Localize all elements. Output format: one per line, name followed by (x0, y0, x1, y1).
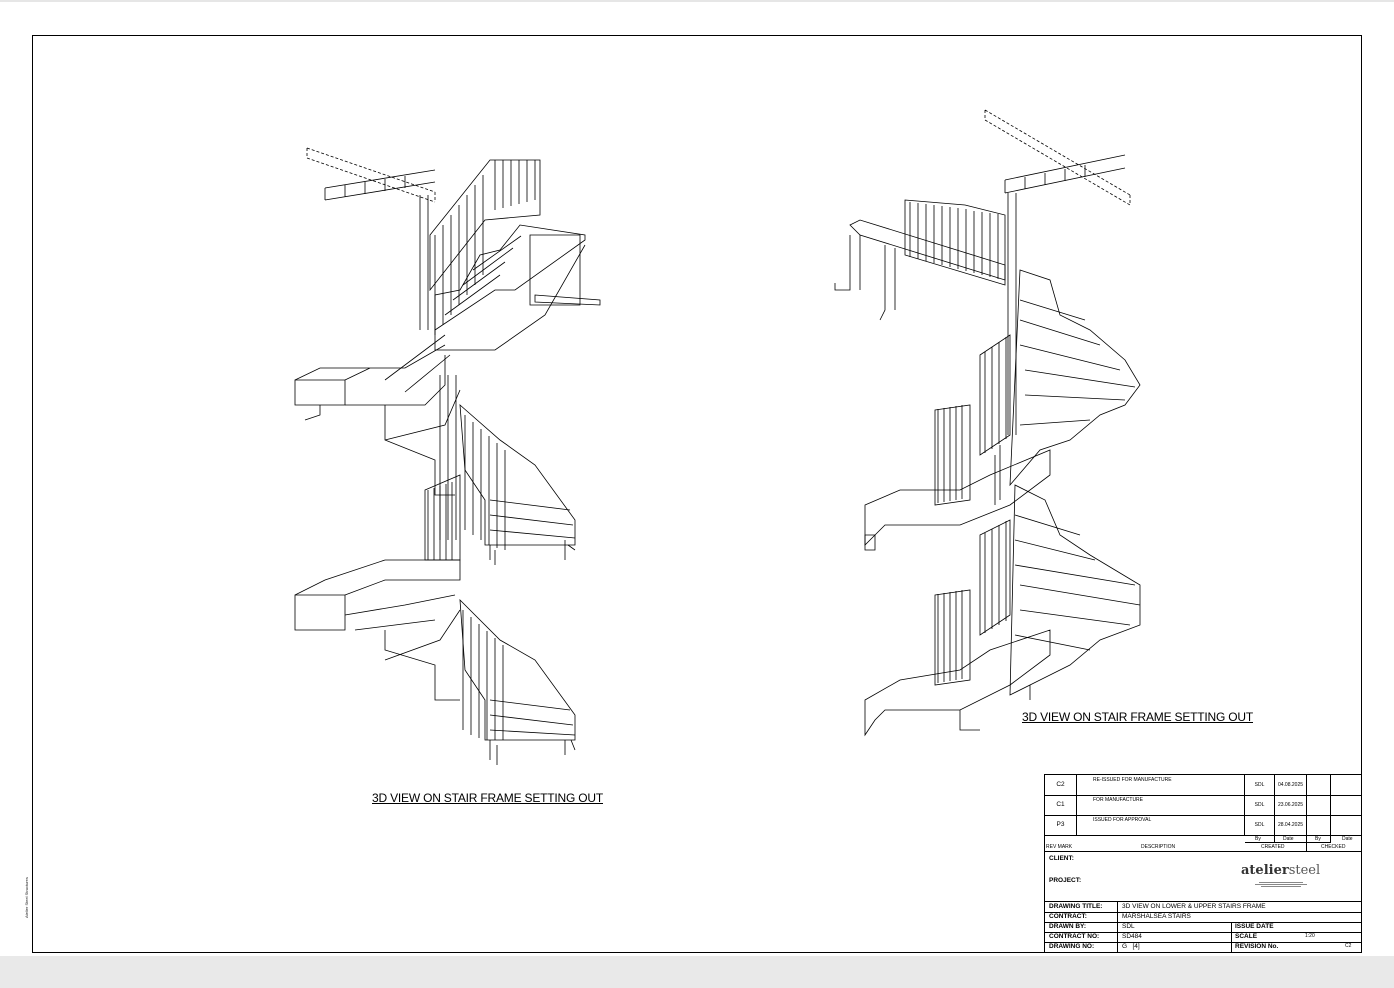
rev-checked-by (1307, 795, 1331, 815)
contract-name: MARSHALSEA STAIRS (1122, 913, 1191, 920)
header-checked-by: By (1315, 836, 1321, 842)
header-description: DESCRIPTION (1141, 844, 1176, 850)
rev-date: 04.08.2025 (1275, 775, 1307, 795)
header-date: Date (1283, 836, 1294, 842)
revision-header: REV MARK DESCRIPTION By Date By Date CRE… (1045, 835, 1361, 852)
header-created: CREATED (1261, 844, 1285, 850)
lower-landing (865, 590, 1050, 735)
contract-row: CONTRACT: MARSHALSEA STAIRS (1045, 912, 1361, 923)
rev-checked-date (1331, 815, 1361, 835)
rev-checked-date (1331, 795, 1361, 815)
rev-by: SDL (1245, 815, 1275, 835)
contract-no-label: CONTRACT NO: (1049, 933, 1100, 940)
top-beam (985, 110, 1130, 435)
rev-date: 28.04.2025 (1275, 815, 1307, 835)
rev-checked-date (1331, 775, 1361, 795)
left-stair-frame-drawing (285, 140, 605, 770)
drawing-title: 3D VIEW ON LOWER & UPPER STAIRS FRAME (1122, 903, 1266, 910)
viewer-top-border (0, 0, 1394, 2)
rev-by: SDL (1245, 795, 1275, 815)
atelier-steel-logo: ateliersteel (1241, 863, 1321, 878)
upper-landing-platform (835, 200, 1005, 320)
drawing-title-row: DRAWING TITLE: 3D VIEW ON LOWER & UPPER … (1045, 902, 1361, 913)
title-block: C2 RE-ISSUED FOR MANUFACTURE SDL 04.08.2… (1044, 774, 1362, 953)
client-project-area: CLIENT: PROJECT: ateliersteel (1045, 851, 1361, 902)
rev-mark: C1 (1045, 795, 1077, 815)
rev-checked-by (1307, 815, 1331, 835)
lower-winders (980, 485, 1140, 695)
logo-address-lines (1251, 881, 1311, 888)
drawing-no: G [4] (1122, 943, 1140, 950)
project-label: PROJECT: (1049, 877, 1082, 884)
viewer-bottom-bar (0, 956, 1394, 988)
drawing-title-label: DRAWING TITLE: (1049, 903, 1103, 910)
scale-label: SCALE (1235, 933, 1258, 940)
revision-row: C2 RE-ISSUED FOR MANUFACTURE SDL 04.08.2… (1045, 775, 1361, 796)
rev-checked-by (1307, 775, 1331, 795)
middle-landing (865, 405, 1050, 550)
revision-no-label: REVISION No. (1235, 943, 1279, 950)
rev-mark: P3 (1045, 815, 1077, 835)
rev-description: FOR MANUFACTURE (1077, 795, 1245, 815)
contract-no-row: CONTRACT NO: SD484 SCALE 1:20 (1045, 932, 1361, 943)
rev-description: ISSUED FOR APPROVAL (1077, 815, 1245, 835)
header-rev-mark: REV MARK (1046, 844, 1073, 850)
drawn-by: SDL (1122, 923, 1135, 930)
upper-landing-winders (295, 335, 460, 540)
drawn-by-row: DRAWN BY: SDL ISSUE DATE (1045, 922, 1361, 933)
rev-by: SDL (1245, 775, 1275, 795)
header-checked: CHECKED (1321, 844, 1346, 850)
right-stair-frame-drawing (830, 105, 1160, 740)
revision-no: C2 (1345, 943, 1352, 949)
rev-date: 23.06.2025 (1275, 795, 1307, 815)
header-checked-date: Date (1342, 836, 1353, 842)
drawing-no-label: DRAWING NO: (1049, 943, 1095, 950)
drawing-no-row: DRAWING NO: G [4] REVISION No. C2 (1045, 942, 1361, 952)
scale-value: 1:20 (1305, 933, 1315, 939)
drawn-by-label: DRAWN BY: (1049, 923, 1087, 930)
contract-no: SD484 (1122, 933, 1142, 940)
revision-row: C1 FOR MANUFACTURE SDL 23.06.2025 (1045, 795, 1361, 816)
rev-description: RE-ISSUED FOR MANUFACTURE (1077, 775, 1245, 795)
client-label: CLIENT: (1049, 855, 1074, 862)
header-by: By (1255, 836, 1261, 842)
lower-landing-winders (295, 560, 460, 700)
upper-winders (980, 270, 1140, 485)
middle-flight (425, 405, 575, 565)
upper-flight (430, 160, 600, 350)
contract-label: CONTRACT: (1049, 913, 1087, 920)
revision-row: P3 ISSUED FOR APPROVAL SDL 28.04.2025 (1045, 815, 1361, 836)
rev-mark: C2 (1045, 775, 1077, 795)
left-view-caption: 3D VIEW ON STAIR FRAME SETTING OUT (372, 791, 603, 805)
top-beam (307, 148, 435, 330)
sheet-side-note: Atelier Steel Structures (24, 877, 29, 918)
lower-flight (460, 600, 575, 765)
issue-date-label: ISSUE DATE (1235, 923, 1274, 930)
right-view-caption: 3D VIEW ON STAIR FRAME SETTING OUT (1022, 710, 1253, 724)
